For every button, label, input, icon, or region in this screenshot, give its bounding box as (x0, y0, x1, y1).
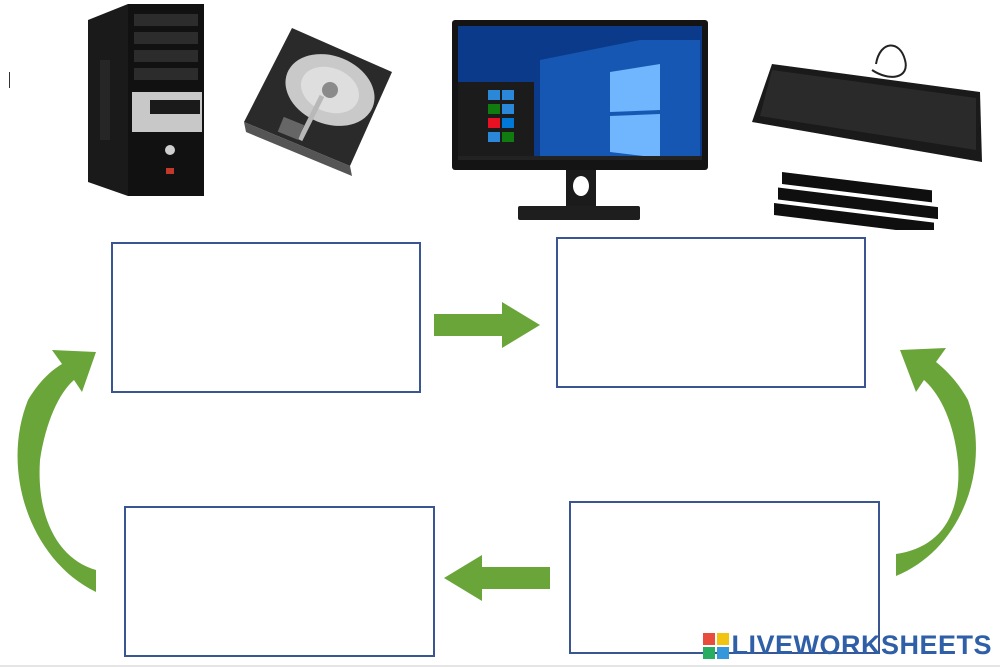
brand-watermark: LIVEWORKSHEETS (703, 630, 992, 661)
device-images (88, 4, 982, 230)
answer-box-bottom-right[interactable] (569, 501, 880, 654)
monitor-icon (452, 20, 708, 220)
curved-arrow-up-right-icon (896, 348, 976, 576)
answer-box-top-right[interactable] (556, 237, 866, 388)
arrow-right-icon (434, 302, 540, 348)
liveworksheets-logo-icon (703, 632, 730, 659)
arrow-left-icon (444, 555, 550, 601)
curved-arrow-up-left-icon (17, 350, 96, 592)
answer-box-bottom-left[interactable] (124, 506, 435, 657)
keyboard-icon (752, 44, 982, 230)
desktop-tower-icon (88, 4, 204, 196)
answer-box-top-left[interactable] (111, 242, 421, 393)
bottom-divider (0, 665, 1000, 667)
hard-drive-icon (244, 28, 392, 176)
brand-name: LIVEWORKSHEETS (731, 630, 992, 660)
text-cursor (9, 72, 10, 88)
